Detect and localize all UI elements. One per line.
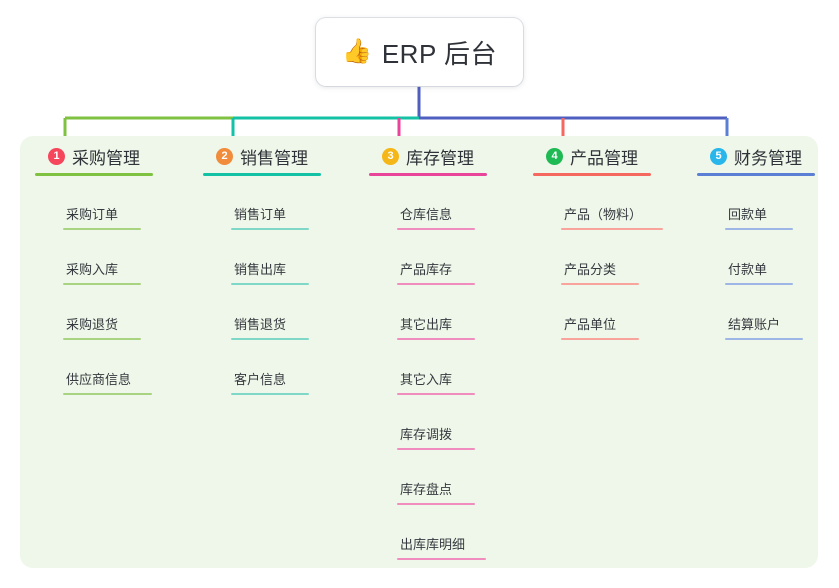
list-item-underline [397,283,475,285]
list-item-underline [397,228,475,230]
list-item-underline [397,338,475,340]
list-item-underline [63,228,141,230]
list-item-underline [63,393,152,395]
list-item-underline [63,283,141,285]
list-item-underline [231,283,309,285]
list-item-underline [725,338,803,340]
branch-underline-4 [533,173,651,176]
list-item-label: 产品库存 [400,262,453,277]
branch-column-1: 1 采购管理采购订单采购入库采购退货供应商信息 [30,144,153,395]
list-item-label: 采购退货 [66,317,119,332]
list-item-label: 库存调拨 [400,427,453,442]
branch-header-2[interactable]: 2 销售管理 [198,144,321,168]
list-item-underline [397,393,475,395]
branch-underline-5 [697,173,815,176]
branch-badge-5: 5 [710,147,727,165]
branch-column-2: 2 销售管理销售订单销售出库销售退货客户信息 [198,144,321,395]
branch-column-4: 4 产品管理产品（物料） 产品分类产品单位 [528,144,663,340]
list-item-label: 库存盘点 [400,482,453,497]
branch-title-5: 财务管理 [734,148,802,168]
list-item[interactable]: 产品库存 [397,259,475,285]
branch-badge-1: 1 [48,147,65,165]
branch-underline-1 [35,173,153,176]
list-item-underline [561,338,639,340]
list-item[interactable]: 其它入库 [397,369,475,395]
list-item-underline [231,228,309,230]
list-item-underline [63,338,141,340]
list-item-label: 产品单位 [564,317,617,332]
list-item-label: 产品（物料） [564,207,643,222]
list-item-underline [397,558,486,560]
list-item-underline [561,228,663,230]
list-item[interactable]: 出库库明细 [397,534,486,560]
list-item-underline [231,338,309,340]
list-item-label: 出库库明细 [400,537,466,552]
list-item-label: 采购入库 [66,262,119,277]
list-item[interactable]: 其它出库 [397,314,475,340]
branches-panel [20,136,818,568]
list-item[interactable]: 采购入库 [63,259,141,285]
list-item-label: 结算账户 [728,317,781,332]
list-item-label: 供应商信息 [66,372,132,387]
branch-header-3[interactable]: 3 库存管理 [364,144,487,168]
branch-badge-3: 3 [382,147,399,165]
list-item[interactable]: 供应商信息 [63,369,152,395]
list-item-label: 付款单 [728,262,768,277]
list-item[interactable]: 回款单 [725,204,793,230]
list-item-underline [725,228,793,230]
list-item-label: 采购订单 [66,207,119,222]
list-item[interactable]: 产品（物料） [561,204,663,230]
list-item[interactable]: 销售出库 [231,259,309,285]
list-item-label: 回款单 [728,207,768,222]
branch-header-4[interactable]: 4 产品管理 [528,144,651,168]
list-item[interactable]: 采购退货 [63,314,141,340]
list-item[interactable]: 产品分类 [561,259,639,285]
list-item[interactable]: 结算账户 [725,314,803,340]
branch-underline-3 [369,173,487,176]
list-item-label: 其它出库 [400,317,453,332]
list-item-label: 销售退货 [234,317,287,332]
list-item-underline [231,393,309,395]
branch-column-3: 3 库存管理仓库信息产品库存其它出库其它入库库存调拨库存盘点出库库明细 [364,144,487,560]
list-item-underline [725,283,793,285]
branch-title-2: 销售管理 [240,148,308,168]
list-item[interactable]: 仓库信息 [397,204,475,230]
list-item-label: 产品分类 [564,262,617,277]
list-item[interactable]: 客户信息 [231,369,309,395]
list-item-label: 销售出库 [234,262,287,277]
branch-underline-2 [203,173,321,176]
branch-header-1[interactable]: 1 采购管理 [30,144,153,168]
list-item[interactable]: 采购订单 [63,204,141,230]
list-item[interactable]: 库存调拨 [397,424,475,450]
list-item[interactable]: 销售退货 [231,314,309,340]
root-node[interactable]: 👍 ERP 后台 [316,18,523,86]
branch-title-4: 产品管理 [570,148,638,168]
list-item-label: 客户信息 [234,372,287,387]
list-item-label: 仓库信息 [400,207,453,222]
list-item[interactable]: 付款单 [725,259,793,285]
list-item-underline [561,283,639,285]
branch-column-5: 5 财务管理回款单付款单结算账户 [692,144,815,340]
branch-title-3: 库存管理 [406,148,474,168]
list-item-underline [397,448,475,450]
list-item[interactable]: 产品单位 [561,314,639,340]
list-item[interactable]: 销售订单 [231,204,309,230]
branch-header-5[interactable]: 5 财务管理 [692,144,815,168]
thumbs-up-icon: 👍 [341,38,372,65]
branch-badge-2: 2 [216,147,233,165]
branch-title-1: 采购管理 [72,148,140,168]
list-item-underline [397,503,475,505]
page-title: ERP 后台 [381,38,498,69]
list-item-label: 其它入库 [400,372,453,387]
branch-badge-4: 4 [546,147,563,165]
list-item[interactable]: 库存盘点 [397,479,475,505]
list-item-label: 销售订单 [234,207,287,222]
